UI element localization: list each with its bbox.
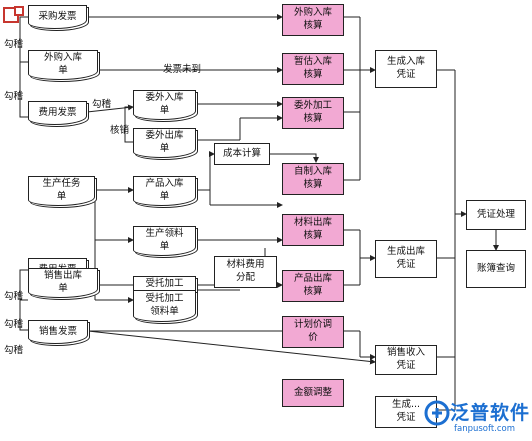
node-generate-issue-voucher: 生成出库 凭证 — [375, 240, 437, 278]
node-voucher-processing: 凭证处理 — [466, 200, 526, 230]
label-check-1: 勾稽 — [4, 39, 24, 50]
label-invoice-not-arrived: 发票未到 — [163, 64, 202, 75]
brand-watermark: 泛普软件 fanpusoft.com — [424, 394, 530, 439]
node-outsourced-receipt: 委外入库 单 — [133, 90, 196, 120]
node-production-task: 生产任务 单 — [28, 176, 95, 206]
brand-url: fanpusoft.com — [454, 424, 516, 434]
label-check-4: 勾稽 — [4, 291, 24, 302]
node-sales-revenue-voucher: 销售收入 凭证 — [375, 345, 437, 375]
node-outsourced-issue: 委外出库 单 — [133, 128, 196, 158]
node-purchase-invoice: 采购发票 — [28, 5, 87, 29]
node-planned-price-adjust: 计划价调 价 — [282, 316, 344, 348]
node-cost-calculation: 成本计算 — [214, 143, 270, 165]
node-product-receipt: 产品入库 单 — [133, 176, 196, 206]
node-product-issue-calc: 产品出库 核算 — [282, 270, 344, 302]
node-amount-adjust: 金额调整 — [282, 379, 344, 407]
label-check-5: 勾稽 — [4, 319, 24, 330]
app-logo-icon — [2, 4, 30, 28]
node-expense-invoice-1: 费用发票 — [28, 101, 87, 125]
node-production-issue: 生产领料 单 — [133, 226, 196, 256]
node-purchase-receipt: 外购入库 单 — [28, 50, 98, 80]
node-consigned-issue: 受托加工 领料单 — [133, 290, 196, 322]
brand-logo-icon — [424, 400, 450, 426]
node-material-issue-calc: 材料出库 核算 — [282, 214, 344, 246]
node-generate-receipt-voucher: 生成入库 凭证 — [375, 50, 437, 88]
node-material-cost-allocation: 材料费用 分配 — [214, 256, 277, 288]
node-outsourced-processing-calc: 委外加工 核算 — [282, 97, 344, 129]
label-check-6: 勾稽 — [4, 345, 24, 356]
brand-name: 泛普软件 — [450, 402, 531, 424]
node-estimate-receipt-calc: 暂估入库 核算 — [282, 53, 344, 85]
node-sales-invoice: 销售发票 — [28, 320, 88, 344]
node-sales-issue: 销售出库 单 — [28, 268, 98, 298]
node-self-made-receipt-calc: 自制入库 核算 — [282, 163, 344, 195]
label-check-2: 勾稽 — [4, 91, 24, 102]
label-check-3: 勾稽 — [92, 99, 112, 110]
node-external-purchase-calc: 外购入库 核算 — [282, 4, 344, 36]
label-writeoff: 核销 — [110, 125, 130, 136]
node-ledger-query: 账簿查询 — [466, 250, 526, 288]
